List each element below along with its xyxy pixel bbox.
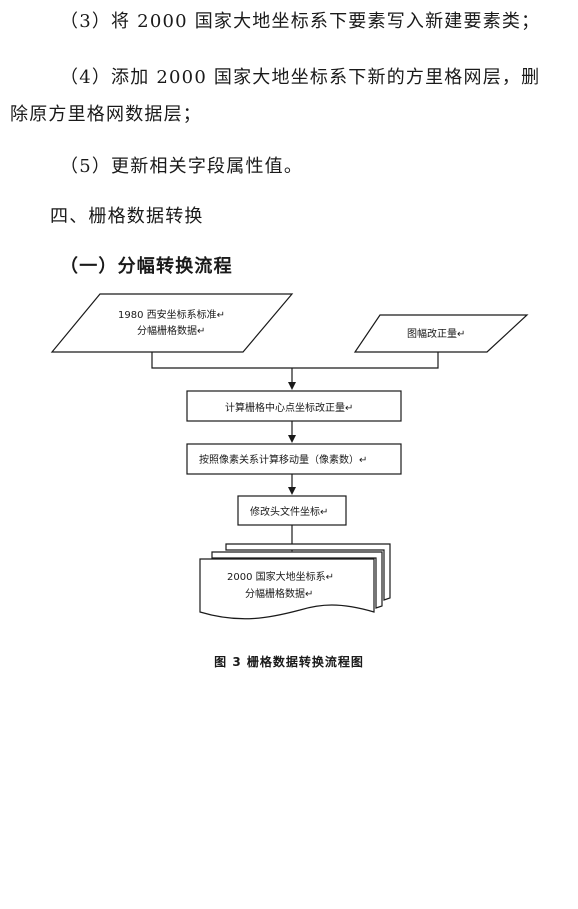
flow-step-modify-header: 修改头文件坐标↵	[237, 495, 347, 526]
paragraph-item-5: （5）更新相关字段属性值。	[60, 156, 304, 177]
paragraph-item-3: （3）将 2000 国家大地坐标系下要素写入新建要素类；	[60, 11, 541, 32]
flow-input-raster-data-label-1: 1980 西安坐标系标准↵	[118, 308, 225, 321]
flow-input-correction: 图幅改正量↵	[353, 314, 529, 353]
flow-step-compute-center-label: 计算栅格中心点坐标改正量↵	[225, 401, 353, 414]
flow-merge-connector	[151, 352, 439, 369]
flow-input-raster-data-label-2: 分幅栅格数据↵	[137, 324, 205, 337]
figure-caption: 图 3 栅格数据转换流程图	[214, 655, 364, 669]
paragraph-item-4-line-1: （4）添加 2000 国家大地坐标系下新的方里格网层，删	[60, 67, 541, 88]
flow-output-label-1: 2000 国家大地坐标系↵	[227, 570, 334, 583]
section-subtitle: （一）分幅转换流程	[60, 256, 233, 277]
flow-step-compute-center: 计算栅格中心点坐标改正量↵	[186, 390, 402, 422]
flow-step-modify-header-label: 修改头文件坐标↵	[250, 505, 328, 518]
flow-input-correction-label: 图幅改正量↵	[407, 327, 465, 340]
section-title: 四、栅格数据转换	[50, 206, 204, 227]
flow-step-compute-shift-label: 按照像素关系计算移动量（像素数）↵	[199, 453, 367, 466]
flow-input-raster-data: 1980 西安坐标系标准↵ 分幅栅格数据↵	[50, 293, 294, 353]
flow-step-compute-shift: 按照像素关系计算移动量（像素数）↵	[186, 443, 402, 475]
flow-output-label-2: 分幅栅格数据↵	[245, 587, 313, 600]
flow-output-documents: 2000 国家大地坐标系↵ 分幅栅格数据↵	[199, 543, 391, 620]
paragraph-item-4-line-2: 除原方里格网数据层；	[10, 104, 202, 125]
